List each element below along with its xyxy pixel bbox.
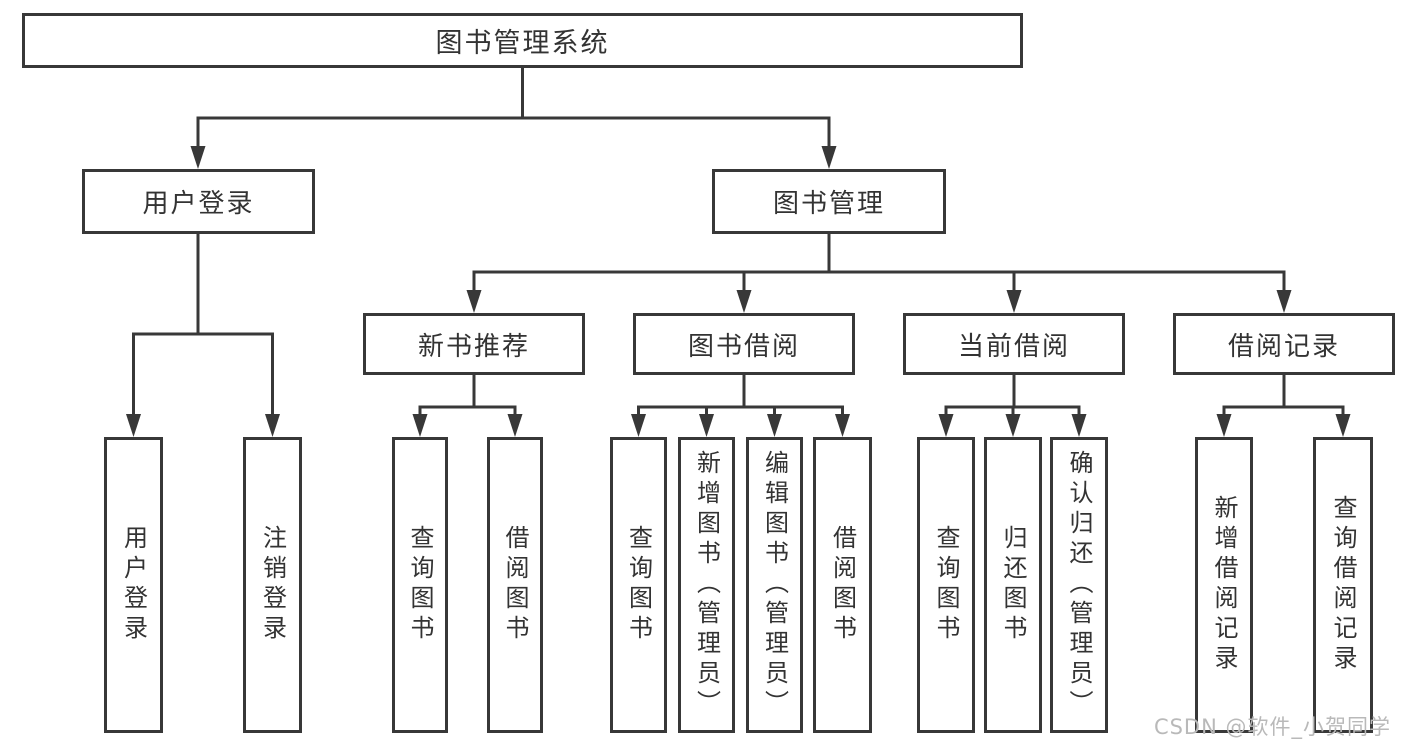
node-label-book-borrowing: 图书借阅 [687, 331, 800, 362]
node-current-borrowing: 当前借阅 [903, 313, 1125, 375]
node-query-books-3: 查询图书 [917, 437, 975, 733]
node-label-query-borrow-record: 查询借阅记录 [1329, 495, 1357, 675]
node-book-mgmt: 图书管理 [712, 169, 946, 234]
node-root: 图书管理系统 [22, 13, 1023, 68]
node-return-books: 归还图书 [984, 437, 1042, 733]
node-new-book-rec: 新书推荐 [363, 313, 585, 375]
node-label-query-books-1: 查询图书 [406, 525, 434, 645]
node-logout-leaf: 注销登录 [243, 437, 302, 733]
node-label-root: 图书管理系统 [435, 28, 610, 59]
node-borrow-records: 借阅记录 [1173, 313, 1395, 375]
node-borrow-books-1: 借阅图书 [487, 437, 543, 733]
watermark: CSDN @软件_小贺同学 [1153, 715, 1391, 739]
node-label-add-borrow-record: 新增借阅记录 [1210, 495, 1238, 675]
node-add-borrow-record: 新增借阅记录 [1195, 437, 1253, 733]
node-label-current-borrowing: 当前借阅 [957, 331, 1070, 362]
node-label-new-book-rec: 新书推荐 [417, 331, 530, 362]
node-label-logout-leaf: 注销登录 [258, 525, 287, 645]
node-borrow-books-2: 借阅图书 [813, 437, 872, 733]
node-user-login: 用户登录 [82, 169, 315, 234]
node-label-query-books-3: 查询图书 [932, 525, 960, 645]
node-add-books: 新增图书（管理员） [678, 437, 735, 733]
node-query-borrow-record: 查询借阅记录 [1313, 437, 1373, 733]
node-label-add-books: 新增图书（管理员） [692, 450, 721, 720]
node-book-borrowing: 图书借阅 [633, 313, 855, 375]
node-query-books-1: 查询图书 [392, 437, 448, 733]
node-user-login-leaf: 用户登录 [104, 437, 163, 733]
node-label-borrow-books-1: 借阅图书 [501, 525, 529, 645]
node-label-return-books: 归还图书 [999, 525, 1027, 645]
node-confirm-return: 确认归还（管理员） [1050, 437, 1108, 733]
node-label-edit-books: 编辑图书（管理员） [760, 450, 789, 720]
node-label-user-login-leaf: 用户登录 [119, 525, 148, 645]
node-label-borrow-records: 借阅记录 [1227, 331, 1340, 362]
node-label-book-mgmt: 图书管理 [772, 189, 885, 219]
node-label-user-login: 用户登录 [142, 189, 255, 219]
node-edit-books: 编辑图书（管理员） [746, 437, 803, 733]
node-label-borrow-books-2: 借阅图书 [828, 525, 857, 645]
node-label-confirm-return: 确认归还（管理员） [1065, 450, 1093, 720]
node-label-query-books-2: 查询图书 [624, 525, 653, 645]
node-query-books-2: 查询图书 [610, 437, 667, 733]
